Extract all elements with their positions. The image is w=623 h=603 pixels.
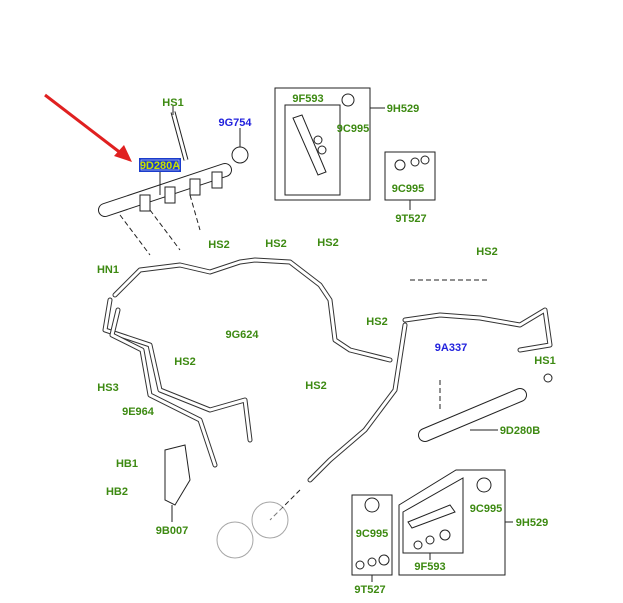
label-9E964[interactable]: 9E964: [122, 406, 155, 418]
label-9F593[interactable]: 9F593: [414, 561, 445, 573]
label-HS3[interactable]: HS3: [97, 382, 118, 394]
label-9H529[interactable]: 9H529: [387, 103, 419, 115]
label-HB1[interactable]: HB1: [116, 458, 138, 470]
label-9G754[interactable]: 9G754: [218, 117, 252, 129]
fuel-pipe-9A337[interactable]: [269, 279, 553, 521]
label-HS2[interactable]: HS2: [305, 380, 326, 392]
label-HS2[interactable]: HS2: [476, 246, 497, 258]
label-9C995[interactable]: 9C995: [470, 503, 502, 515]
label-9C995[interactable]: 9C995: [392, 183, 424, 195]
label-HB2[interactable]: HB2: [106, 486, 128, 498]
kit-box-9T527-top: [384, 151, 436, 210]
label-9D280A[interactable]: 9D280A: [140, 160, 180, 172]
pointer-arrow: [44, 93, 132, 162]
highlight-box: [139, 158, 181, 172]
kit-box-9H529-bottom: [398, 469, 513, 576]
label-HS2[interactable]: HS2: [366, 316, 387, 328]
label-9T527[interactable]: 9T527: [354, 584, 385, 596]
fuel-pump-ghost: [216, 501, 289, 559]
label-HS1[interactable]: HS1: [162, 97, 183, 109]
label-HS1[interactable]: HS1: [534, 355, 555, 367]
fuel-rail-9D280B[interactable]: [418, 373, 553, 442]
fuel-pipe-9G624[interactable]: [102, 257, 393, 468]
label-HS2[interactable]: HS2: [317, 237, 338, 249]
kit-box-9H529-top: [274, 87, 385, 201]
highlight-inner: [140, 159, 180, 171]
label-9F593[interactable]: 9F593: [292, 93, 323, 105]
label-HN1[interactable]: HN1: [97, 264, 119, 276]
label-9H529[interactable]: 9H529: [516, 517, 548, 529]
label-9G624[interactable]: 9G624: [225, 329, 259, 341]
label-HS2[interactable]: HS2: [208, 239, 229, 251]
label-9C995[interactable]: 9C995: [356, 528, 388, 540]
fuel-rail-9D280A[interactable]: [98, 111, 249, 256]
label-9D280B[interactable]: 9D280B: [500, 425, 540, 437]
kit-box-9T527-bottom: [351, 494, 393, 582]
label-HS2[interactable]: HS2: [265, 238, 286, 250]
label-9A337[interactable]: 9A337: [435, 342, 467, 354]
label-9B007[interactable]: 9B007: [156, 525, 188, 537]
label-9C995[interactable]: 9C995: [337, 123, 369, 135]
label-9T527[interactable]: 9T527: [395, 213, 426, 225]
part-labels: HS1 9G754 9D280A 9F593 9C995 9H529 9C995…: [97, 93, 556, 596]
bracket-9B007[interactable]: [164, 444, 191, 506]
label-HS2[interactable]: HS2: [174, 356, 195, 368]
